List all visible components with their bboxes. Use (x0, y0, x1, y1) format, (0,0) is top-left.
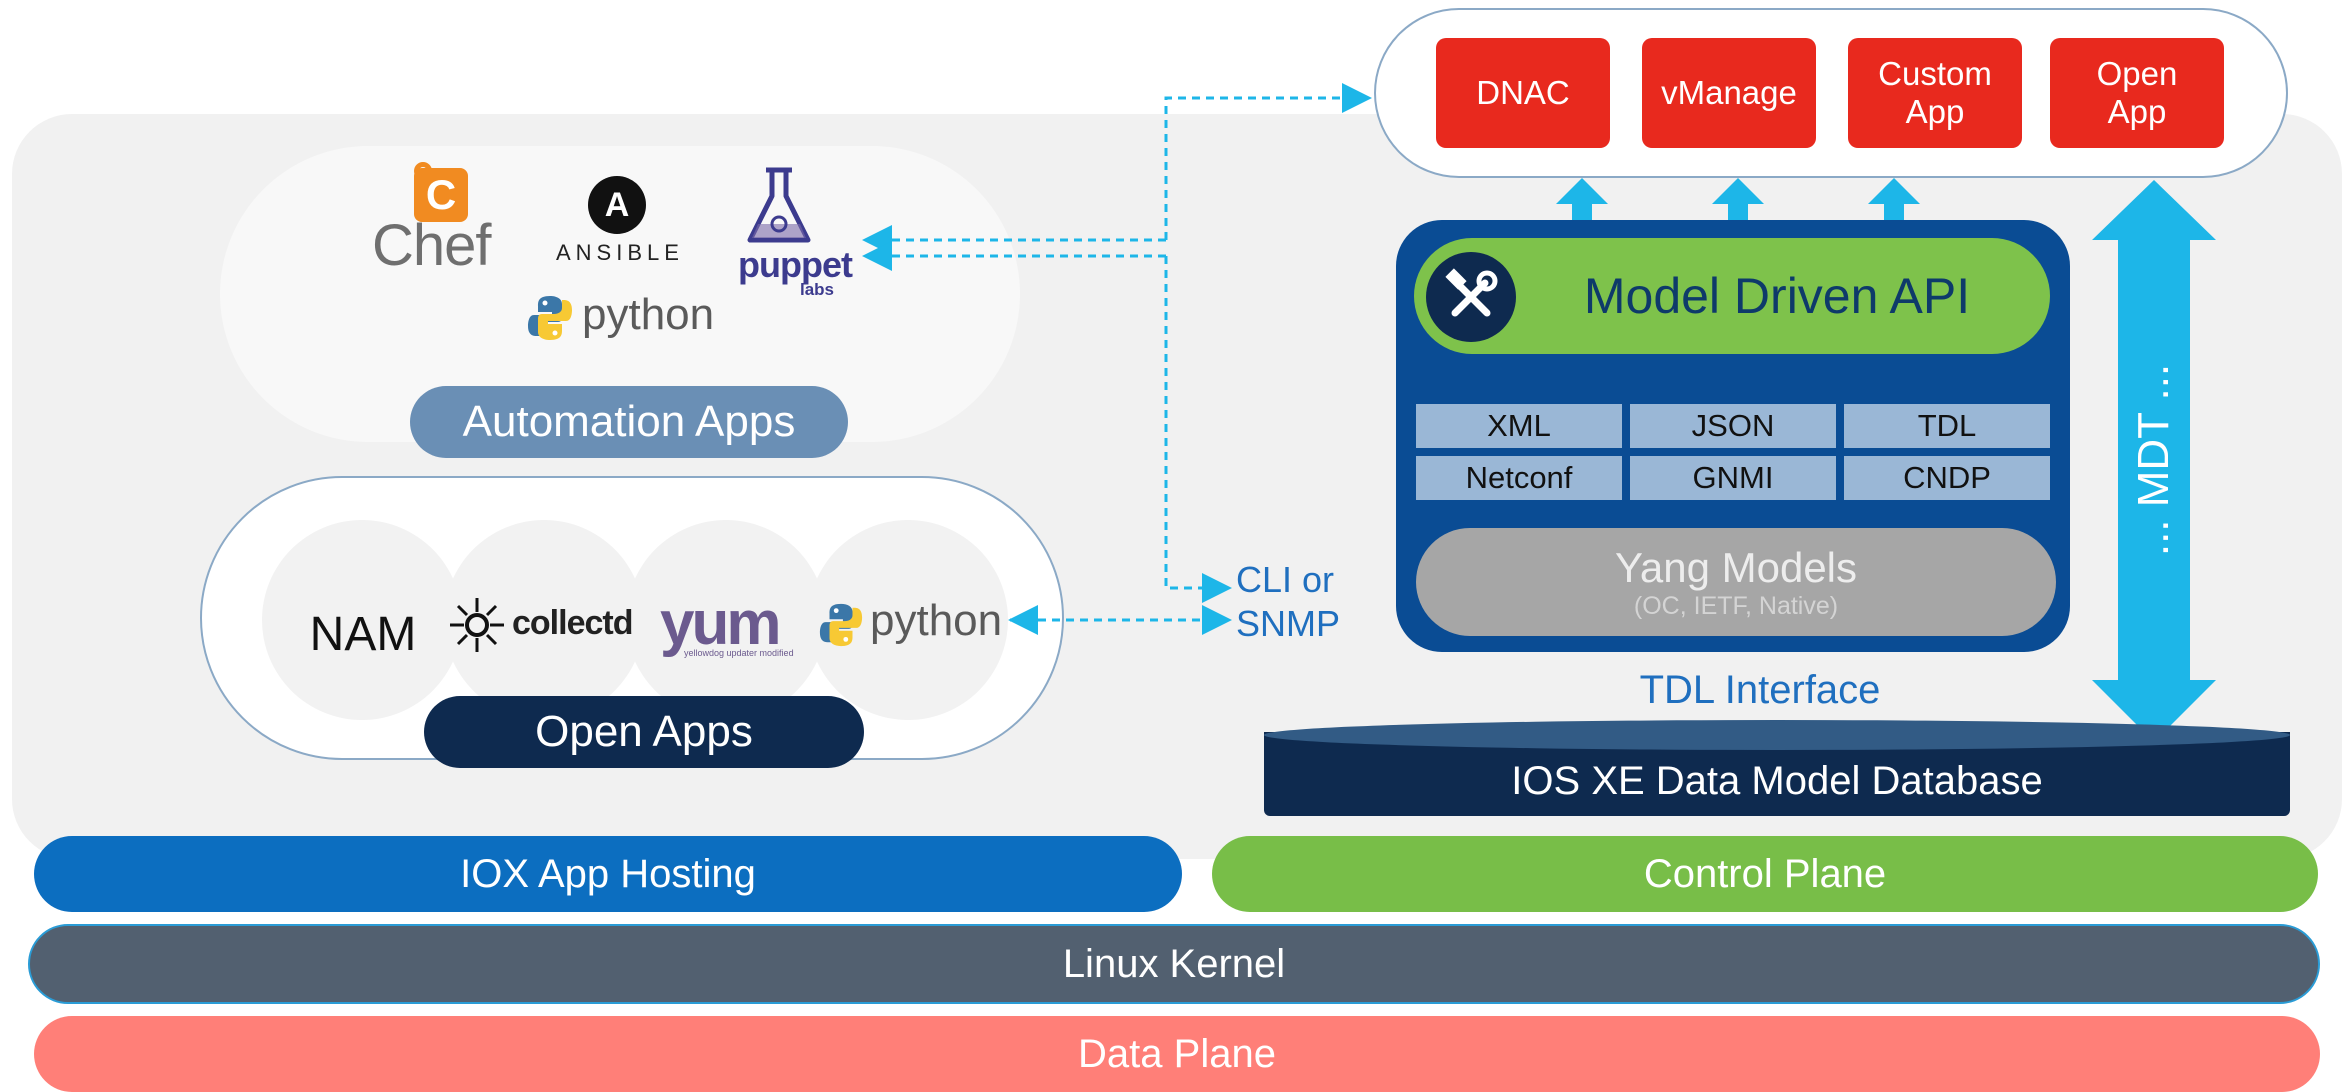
grid-cell-gnmi: GNMI (1630, 456, 1836, 500)
vmanage-box: vManage (1642, 38, 1816, 148)
custom-app-box: Custom App (1848, 38, 2022, 148)
yang-models-subtitle: (OC, IETF, Native) (1633, 591, 1839, 620)
python-logo-icon (819, 603, 863, 647)
mdt-label: ... MDT ... (2104, 330, 2204, 590)
grid-cell-tdl: TDL (1844, 404, 2050, 448)
puppet-flask-icon (747, 167, 811, 243)
yum-circle (626, 520, 826, 720)
collectd-label: collectd (512, 604, 633, 642)
data-plane-bar: Data Plane (34, 1016, 2320, 1092)
ansible-logo-text: ANSIBLE (556, 240, 684, 265)
yang-models-pill: Yang Models (OC, IETF, Native) (1416, 528, 2056, 636)
grid-cell-xml: XML (1416, 404, 1622, 448)
control-plane-bar: Control Plane (1212, 836, 2318, 912)
python-logo-text: python (582, 290, 715, 339)
chef-logo-icon: C (414, 168, 468, 222)
yang-models-title: Yang Models (1614, 543, 1858, 591)
open-apps-label: Open Apps (424, 696, 864, 768)
python-logo-icon (528, 296, 572, 340)
ansible-logo-mark: A (604, 185, 630, 224)
python-label: python (870, 596, 1003, 645)
puppet-logo-text: puppet (738, 244, 853, 285)
yum-subtitle: yellowdog updater modified (684, 648, 794, 658)
tools-icon (1426, 252, 1516, 342)
database-top (1264, 720, 2290, 750)
model-driven-api-pill: Model Driven API (1414, 238, 2050, 354)
puppet-labs-text: labs (800, 280, 835, 299)
automation-apps-label: Automation Apps (410, 386, 848, 458)
dnac-box: DNAC (1436, 38, 1610, 148)
open-app-box: Open App (2050, 38, 2224, 148)
collectd-logo-icon (450, 598, 504, 652)
tdl-interface-label: TDL Interface (1639, 668, 1881, 712)
cli-snmp-label: CLI or SNMP (1236, 558, 1340, 646)
grid-cell-netconf: Netconf (1416, 456, 1622, 500)
iox-app-hosting-bar: IOX App Hosting (34, 836, 1182, 912)
collectd-circle (444, 520, 644, 720)
ansible-logo-icon: A (588, 176, 646, 234)
nam-circle (262, 520, 462, 720)
grid-cell-json: JSON (1630, 404, 1836, 448)
cli-label-line1: CLI or (1236, 559, 1335, 600)
nam-label: NAM (309, 607, 417, 661)
chef-logo-mark: C (425, 171, 457, 218)
linux-kernel-bar: Linux Kernel (28, 924, 2320, 1004)
model-driven-api-title: Model Driven API (1583, 268, 1971, 324)
python-circle (808, 520, 1008, 720)
grid-cell-cndp: CNDP (1844, 456, 2050, 500)
chef-logo-text: Chef (372, 213, 492, 278)
yum-label: yum (660, 589, 781, 658)
cli-label-line2: SNMP (1236, 603, 1341, 644)
mdt-label-text: ... MDT ... (2129, 363, 2178, 557)
